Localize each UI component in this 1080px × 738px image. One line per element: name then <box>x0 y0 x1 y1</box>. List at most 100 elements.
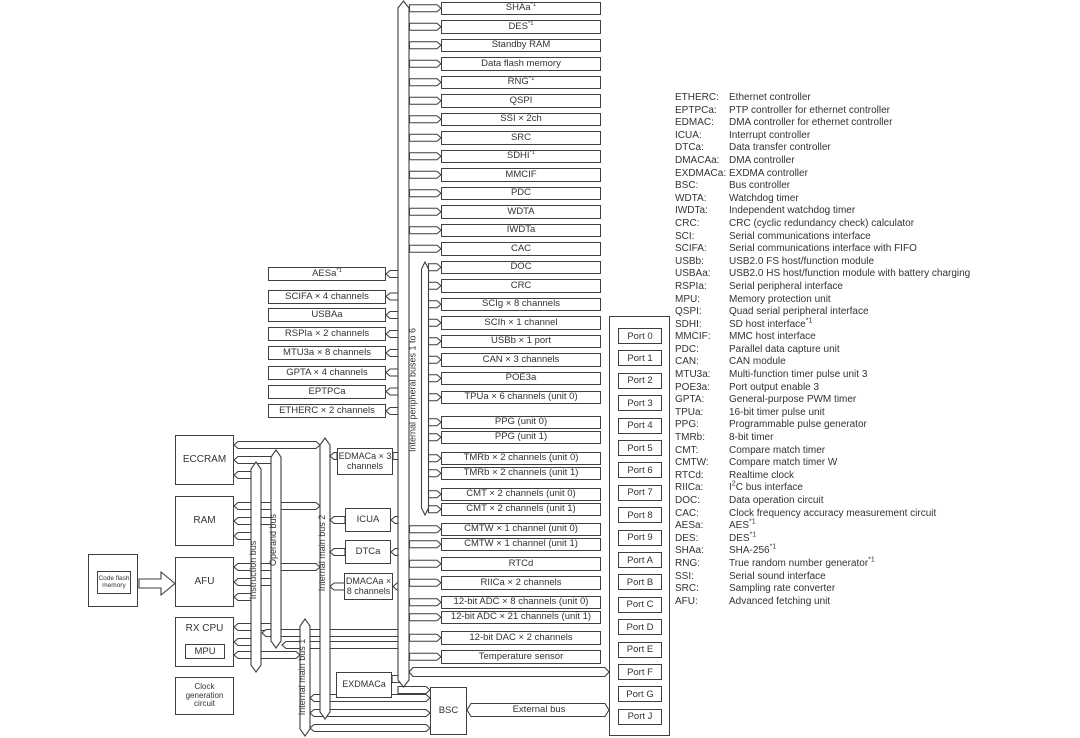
bus-connector <box>270 449 282 649</box>
bus-connector <box>299 618 311 737</box>
block-gpta-4-channels: GPTA × 4 channels <box>268 365 386 380</box>
bus-connector <box>408 41 442 50</box>
block-rspia-2-channels: RSPIa × 2 channels <box>268 327 386 341</box>
block-scig-8-channels: SCIg × 8 channels <box>441 297 601 311</box>
legend-def: SD host interface*1 <box>729 317 813 330</box>
bus-connector <box>385 292 400 301</box>
port-d: Port D <box>618 619 662 636</box>
bus-connector <box>427 337 442 346</box>
legend-abbr: MPU: <box>675 293 700 305</box>
bus-connector <box>261 628 404 638</box>
legend-abbr: CRC: <box>675 217 700 229</box>
block-ssi-2ch: SSI × 2ch <box>441 112 601 126</box>
legend-abbr: RSPIa: <box>675 280 707 292</box>
port-3: Port 3 <box>618 395 662 412</box>
block-qspi: QSPI <box>441 94 601 108</box>
legend-def: Compare match timer <box>729 444 826 456</box>
legend-def: USB2.0 HS host/function module with batt… <box>729 268 971 280</box>
legend-def: Watchdog timer <box>729 192 799 204</box>
block-scifa-4-channels: SCIFA × 4 channels <box>268 289 386 304</box>
bus-label-internal-main-bus-2: Internal main bus 2 <box>317 515 327 592</box>
block-wdta: WDTA <box>441 205 601 219</box>
bus-connector <box>427 454 442 463</box>
legend-abbr: CMTW: <box>675 457 709 469</box>
legend-abbr: DES: <box>675 532 699 544</box>
block-sdhi-1: SDHI*1 <box>441 149 601 163</box>
block-pdc: PDC <box>441 186 601 200</box>
bus-connector <box>408 207 442 216</box>
bus-connector <box>408 652 442 661</box>
bus-connector <box>427 393 442 402</box>
legend-def: Serial sound interface <box>729 570 826 582</box>
legend-def: Data operation circuit <box>729 495 824 506</box>
legend-abbr: SHAa: <box>675 545 704 557</box>
block-doc: DOC <box>441 260 601 274</box>
block-rx-cpu: RX CPU MPU <box>175 617 234 667</box>
block-usbb-1-port: USBb × 1 port <box>441 334 601 348</box>
legend-def: DMA controller <box>729 154 795 166</box>
block-tmrb-2-channels-unit-0: TMRb × 2 channels (unit 0) <box>441 451 601 465</box>
legend-def: Multi-function timer pulse unit 3 <box>729 369 868 381</box>
block-ppg-unit-0: PPG (unit 0) <box>441 415 601 429</box>
legend-abbr: AESa: <box>675 520 704 532</box>
bus-label-instruction-bus: Instruction bus <box>248 540 258 599</box>
bus-connector <box>408 170 442 179</box>
legend-abbr: MTU3a: <box>675 369 711 381</box>
legend-abbr: CAC: <box>675 507 699 519</box>
block-tpua-6-channels-unit-0: TPUa × 6 channels (unit 0) <box>441 390 601 404</box>
legend-abbr: SCI: <box>675 230 695 242</box>
bus-connector <box>408 226 442 235</box>
bus-connector <box>329 515 346 525</box>
block-des-1: DES*1 <box>441 20 601 34</box>
block-afu: AFU <box>175 557 234 607</box>
legend-def: Data transfer controller <box>729 142 831 154</box>
bus-connector <box>427 263 442 272</box>
block-exdmaca: EXDMACa <box>336 672 392 698</box>
legend-abbr: EDMAC: <box>675 117 714 129</box>
bus-connector <box>408 598 442 607</box>
bus-connector <box>408 78 442 87</box>
legend-abbr: CAN: <box>675 356 699 368</box>
bus-connector <box>233 440 321 450</box>
external-bus-label: External bus <box>512 704 566 715</box>
legend-def: Independent watchdog timer <box>729 205 856 217</box>
block-src: SRC <box>441 131 601 145</box>
legend-def: DES*1 <box>729 531 757 544</box>
block-cmt-2-channels-unit-1: CMT × 2 channels (unit 1) <box>441 502 601 516</box>
port-e: Port E <box>618 641 662 658</box>
rx-cpu-label: RX CPU <box>185 623 224 634</box>
bus-connector <box>250 461 262 673</box>
legend-def: Serial peripheral interface <box>729 280 843 292</box>
bus-connector <box>385 348 400 358</box>
legend-def: MMC host interface <box>729 331 816 343</box>
port-g: Port G <box>618 686 662 703</box>
block-can-3-channels: CAN × 3 channels <box>441 353 601 367</box>
bus-label-internal-peripheral-buses: Internal peripheral buses 1 to 6 <box>408 328 418 452</box>
bus-connector <box>427 505 442 514</box>
block-usbaa: USBAa <box>268 308 386 322</box>
legend-def: Serial communications interface <box>729 230 871 242</box>
block-dtca: DTCa <box>345 540 391 564</box>
bus-connector <box>427 374 442 383</box>
block-ram: RAM <box>175 496 234 546</box>
block-mpu: MPU <box>185 644 225 659</box>
legend-abbr: DMACAa: <box>675 154 720 166</box>
legend-def: 16-bit timer pulse unit <box>729 406 825 418</box>
port-9: Port 9 <box>618 529 662 546</box>
port-5: Port 5 <box>618 440 662 456</box>
legend-abbr: RIICa: <box>675 482 704 494</box>
block-etherc-2-channels: ETHERC × 2 channels <box>268 404 386 418</box>
legend-def: CAN module <box>729 356 786 368</box>
legend-def: Ethernet controller <box>729 92 811 103</box>
bus-connector <box>385 310 400 320</box>
legend-def: Bus controller <box>729 180 791 192</box>
bus-connector <box>385 406 400 416</box>
legend-def: Sampling rate converter <box>729 583 836 595</box>
legend-def: Parallel data capture unit <box>729 343 840 355</box>
legend-def: EXDMA controller <box>729 167 808 179</box>
bus-connector <box>408 133 442 142</box>
legend-abbr: MMCIF: <box>675 331 711 343</box>
bus-connector <box>385 387 400 396</box>
